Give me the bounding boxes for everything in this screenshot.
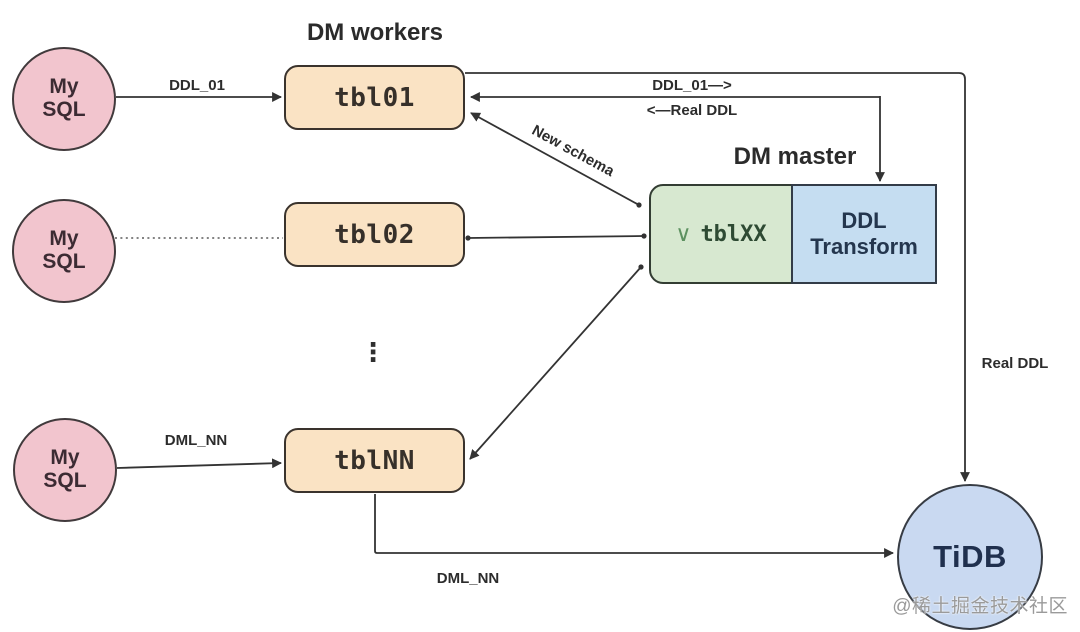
mysql-label-line1: My: [49, 227, 79, 251]
worker-node-tbl01: tbl01: [284, 65, 465, 130]
edge-label-dml-nn-bottom: DML_NN: [436, 570, 500, 587]
mysql-label-line2: SQL: [43, 469, 87, 492]
watermark: @稀土掘金技术社区: [892, 596, 1068, 617]
mysql-label-line1: My: [49, 75, 79, 99]
edge-label-ddl01: DDL_01: [169, 77, 225, 94]
ddl-transform-line1: DDL: [841, 208, 887, 234]
worker-node-tblnn: tblNN: [284, 428, 465, 493]
ddl-transform-node: DDL Transform: [791, 184, 937, 284]
mysql-label-line2: SQL: [42, 98, 86, 121]
ddl-transform-line2: Transform: [810, 234, 918, 259]
mysql-node-2: My SQL: [12, 199, 116, 303]
merge-node: ∨ tblXX: [649, 184, 793, 284]
dm-workers-title: DM workers: [306, 19, 444, 46]
mysql-label-line1: My: [50, 446, 80, 470]
mysql-node-3: My SQL: [13, 418, 117, 522]
edge-label-ddl01-forward: DDL_01—>: [652, 77, 732, 94]
mysql-label-line2: SQL: [42, 250, 86, 273]
mysql-node-1: My SQL: [12, 47, 116, 151]
merge-table-label: tblXX: [700, 221, 767, 247]
dm-master-title: DM master: [733, 143, 857, 170]
edge-label-dml-nn: DML_NN: [164, 432, 228, 449]
edge-label-real-ddl-back: <—Real DDL: [646, 102, 738, 119]
merge-operator: ∨: [675, 221, 692, 246]
edge-label-real-ddl: Real DDL: [981, 355, 1049, 372]
workers-ellipsis: ⋮: [360, 337, 386, 367]
worker-node-tbl02: tbl02: [284, 202, 465, 267]
tidb-node: TiDB: [897, 484, 1043, 630]
